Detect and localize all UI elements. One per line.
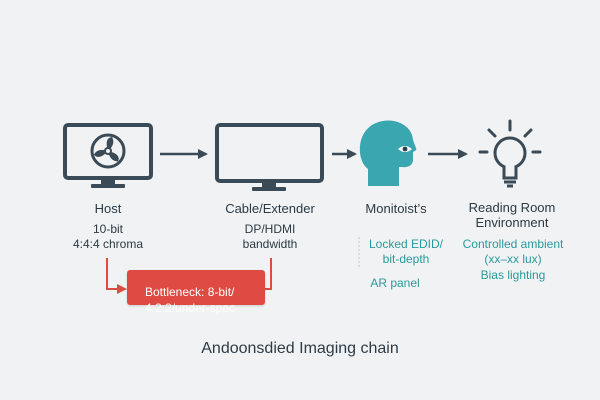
monitor-spec-edid: Locked EDID/ [368, 237, 444, 251]
lightbulb-icon [478, 119, 542, 188]
diagram-caption: Andoonsdied Imaging chain [201, 340, 399, 357]
room-spec-lux: (xx–xx lux) [484, 252, 542, 266]
room-title-line1: Reading Room [468, 200, 556, 215]
room-title-line2: Environment [475, 215, 549, 230]
host-spec-chroma: 4:4:4 chroma [72, 237, 144, 251]
monitor-spec-bitdepth: bit-depth [382, 252, 430, 266]
cable-title: Cable/Extender [225, 201, 315, 216]
bottleneck-text-line1: Bottleneck: 8-bit/ [145, 285, 235, 299]
head-icon [359, 120, 417, 186]
cable-spec-interface: DP/HDMI [244, 222, 296, 236]
room-spec-bias: Bias lighting [480, 268, 546, 282]
cable-spec-bandwidth: bandwidth [242, 237, 298, 251]
bottleneck-text-line2: 4:2:2/under-spec [145, 301, 236, 315]
bottleneck-connector [106, 258, 272, 294]
bottleneck-callout [127, 270, 265, 305]
fan-icon [90, 133, 126, 169]
host-spec-bitdepth: 10-bit [92, 222, 124, 236]
monitor-spec-panel: AR panel [370, 276, 420, 290]
monitor-icon [215, 123, 324, 191]
host-monitor-icon [63, 123, 153, 188]
monitor-title: Monitoist’s [365, 201, 427, 216]
host-title: Host [94, 201, 122, 216]
room-spec-ambient: Controlled ambient [462, 237, 564, 251]
